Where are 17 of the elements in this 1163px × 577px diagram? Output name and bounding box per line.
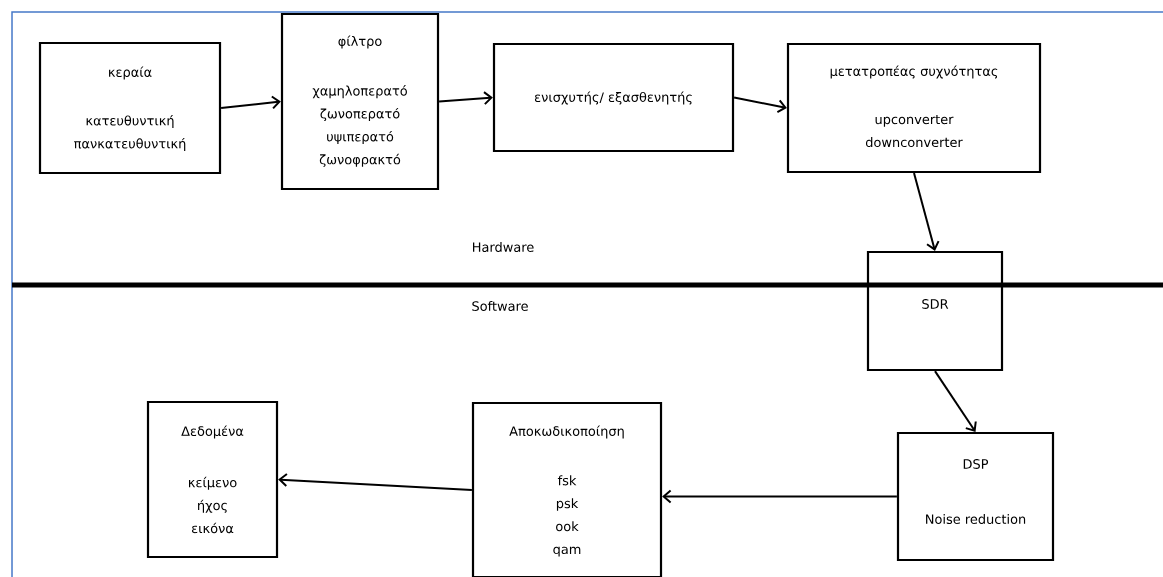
arrow xyxy=(934,370,977,432)
section-label: Hardware xyxy=(473,242,534,252)
process-box: Δεδομένα κείμενο ήχος εικόνα xyxy=(146,400,279,559)
process-box: φίλτρο χαμηλοπερατό ζωνοπερατό υψιπερατό ζωνοφρακτό xyxy=(280,12,440,191)
process-box: DSP Noise reduction xyxy=(896,431,1055,562)
process-box: κεραία κατευθυντική πανκατευθυντική xyxy=(38,41,222,175)
arrow xyxy=(733,96,787,114)
process-box: SDR xyxy=(866,250,1004,372)
process-box: Αποκωδικοποίηση fsk psk ook qam xyxy=(471,401,663,577)
arrow xyxy=(913,172,940,251)
arrow xyxy=(438,91,493,106)
process-box: μετατροπέας συχνότητας upconverter downconverter xyxy=(786,42,1042,174)
arrow xyxy=(278,473,473,491)
section-label: Software xyxy=(472,301,528,311)
arrow xyxy=(662,489,898,504)
process-box: ενισχυτής/ εξασθενητής xyxy=(492,42,735,153)
arrow xyxy=(220,95,281,110)
